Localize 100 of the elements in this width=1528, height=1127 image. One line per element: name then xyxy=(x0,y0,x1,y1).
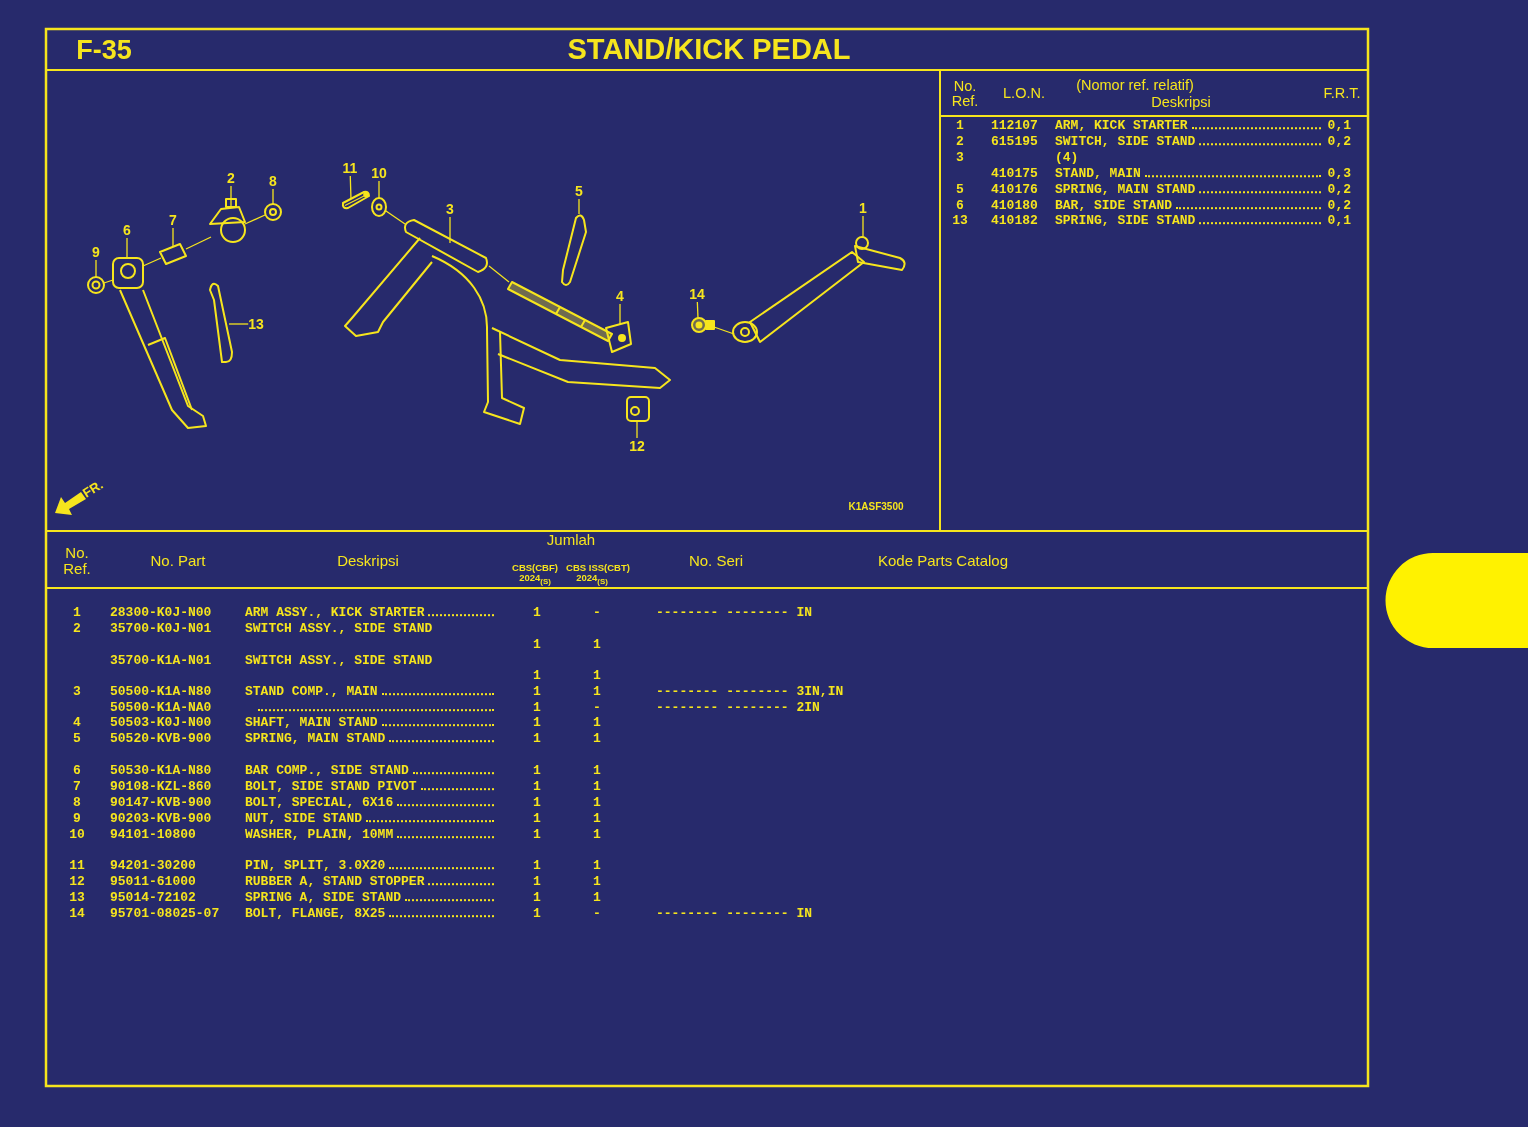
callout-number: 3 xyxy=(446,201,454,217)
main-stand-drawing xyxy=(344,219,671,425)
quantity: - xyxy=(593,701,601,715)
quantity: 1 xyxy=(593,638,601,652)
quantity: 1 xyxy=(593,891,601,905)
ref-number: 8 xyxy=(73,796,81,810)
leader-line xyxy=(862,215,864,238)
quantity: 1 xyxy=(533,701,541,715)
part-number: 95701-08025-07 xyxy=(110,907,220,921)
callout-number: 9 xyxy=(92,244,100,260)
part-description: NUT, SIDE STAND xyxy=(245,812,494,826)
ref-number: 1 xyxy=(956,119,964,133)
column-header: CBS(CBF) xyxy=(512,563,558,573)
switch-drawing xyxy=(209,198,246,243)
part-description: BAR, SIDE STAND xyxy=(1055,199,1321,213)
assembly-line xyxy=(103,279,114,284)
quantity: 1 xyxy=(533,859,541,873)
part-description: BOLT, SPECIAL, 6X16 xyxy=(245,796,494,810)
ref-number: 13 xyxy=(69,891,85,905)
ref-number: 5 xyxy=(956,183,964,197)
quantity: 1 xyxy=(533,669,541,683)
ref-number: 2 xyxy=(73,622,81,636)
callout-number: 13 xyxy=(248,316,264,332)
callout-number: 1 xyxy=(859,200,867,216)
part-description: SWITCH, SIDE STAND xyxy=(1055,135,1321,149)
part-description: ARM, KICK STARTER xyxy=(1055,119,1321,133)
assembly-line xyxy=(385,210,406,225)
part-description: BOLT, SIDE STAND PIVOT xyxy=(245,780,494,794)
part-number: 50500-K1A-NA0 xyxy=(110,701,494,715)
leader-line xyxy=(449,216,451,244)
labor-code: 615195 xyxy=(991,135,1038,149)
ref-number: 6 xyxy=(956,199,964,213)
shaft-drawing xyxy=(507,281,632,353)
assembly-line xyxy=(713,326,735,335)
part-description: ARM ASSY., KICK STARTER xyxy=(245,606,494,620)
leader-line xyxy=(230,185,232,208)
part-description: BAR COMP., SIDE STAND xyxy=(245,764,494,778)
part-number: 95011-61000 xyxy=(110,875,196,889)
column-header: 2024$_{(S)}$ xyxy=(519,573,551,587)
column-header: No. Ref. xyxy=(62,545,92,577)
leader-line xyxy=(378,180,380,199)
kick-arm-drawing xyxy=(732,236,906,343)
part-description: STAND COMP., MAIN xyxy=(245,685,494,699)
labor-code: 410175 xyxy=(991,167,1038,181)
column-header: No. Part xyxy=(150,553,206,569)
quantity: - xyxy=(593,606,601,620)
serial-range: -------- -------- 3IN,IN xyxy=(656,685,844,699)
column-header: Deskripsi xyxy=(1151,95,1211,111)
ref-number: 10 xyxy=(69,828,85,842)
time-value: 0,2 xyxy=(1327,199,1351,213)
ref-number: 3 xyxy=(956,151,964,165)
part-description: SPRING, MAIN STAND xyxy=(1055,183,1321,197)
part-number: 94201-30200 xyxy=(110,859,196,873)
bolt-drawing xyxy=(159,243,187,265)
figure-code: K1ASF3500 xyxy=(848,501,904,513)
quantity: 1 xyxy=(593,812,601,826)
leader-line xyxy=(696,301,699,319)
labor-code: 112107 xyxy=(991,119,1038,133)
ref-number: 11 xyxy=(69,859,85,873)
callout-number: 8 xyxy=(269,173,277,189)
column-header: No. Ref. xyxy=(950,78,980,110)
part-description: WASHER, PLAIN, 10MM xyxy=(245,828,494,842)
quantity: 1 xyxy=(533,685,541,699)
callout-number: 5 xyxy=(575,183,583,199)
part-description: STAND, MAIN xyxy=(1055,167,1321,181)
serial-range: -------- -------- IN xyxy=(656,907,813,921)
leader-line xyxy=(619,303,621,325)
part-description: SPRING A, SIDE STAND xyxy=(245,891,494,905)
callout-number: 7 xyxy=(169,212,177,228)
callout-number: 10 xyxy=(371,165,387,181)
ref-number: 12 xyxy=(69,875,85,889)
quantity: 1 xyxy=(533,812,541,826)
ref-number: 6 xyxy=(73,764,81,778)
quantity: 1 xyxy=(533,907,541,921)
callout-number: 11 xyxy=(342,160,358,176)
page-title: STAND/KICK PEDAL xyxy=(567,32,851,66)
quantity: 1 xyxy=(593,780,601,794)
side-stand-drawing xyxy=(112,257,207,429)
column-header: Jumlah xyxy=(546,532,596,548)
serial-range: -------- -------- 2IN xyxy=(656,701,820,715)
quantity: 1 xyxy=(593,716,601,730)
labor-code: 410176 xyxy=(991,183,1038,197)
assembly-line xyxy=(244,214,266,225)
leader-line xyxy=(349,175,352,200)
quantity: 1 xyxy=(593,828,601,842)
time-value: 0,2 xyxy=(1327,183,1351,197)
assembly-line xyxy=(142,257,162,267)
quantity: 1 xyxy=(533,764,541,778)
spring-drawing xyxy=(209,282,233,363)
ref-number: 9 xyxy=(73,812,81,826)
part-number: 90147-KVB-900 xyxy=(110,796,212,810)
quantity: 1 xyxy=(533,828,541,842)
part-number: 50520-KVB-900 xyxy=(110,732,212,746)
time-value: 0,2 xyxy=(1327,135,1351,149)
quantity: 1 xyxy=(533,732,541,746)
column-header: CBS ISS(CBT) xyxy=(566,563,630,573)
part-number: 35700-K1A-N01 xyxy=(110,654,212,668)
part-number: 95014-72102 xyxy=(110,891,196,905)
washer-drawing xyxy=(371,197,387,217)
quantity: 1 xyxy=(593,685,601,699)
